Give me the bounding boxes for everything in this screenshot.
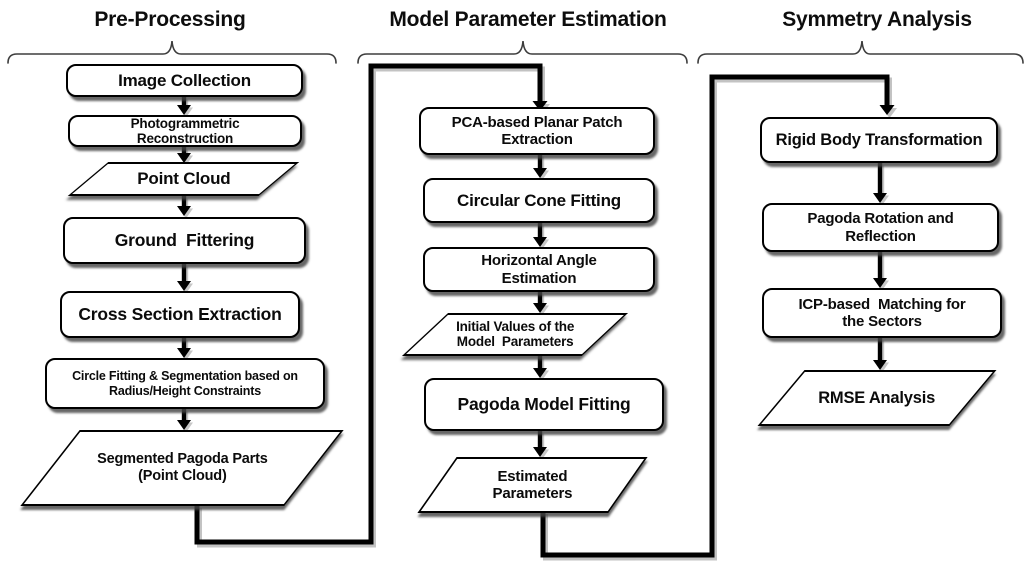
column-title-model-parameter-estimation: Model Parameter Estimation [389,8,667,31]
node-pca-planar-patch-extraction: PCA-based Planar Patch Extraction [419,107,655,155]
brace-model-parameter-estimation [357,40,688,64]
node-point-cloud: Point Cloud [67,162,300,196]
brace-symmetry-analysis [697,40,1024,64]
node-photogrammetric-reconstruction: Photogrammetric Reconstruction [68,115,302,147]
node-circular-cone-fitting: Circular Cone Fitting [423,178,655,223]
node-label: Point Cloud [136,169,231,189]
column-title-symmetry-analysis: Symmetry Analysis [782,8,972,31]
node-rigid-body-transformation: Rigid Body Transformation [760,117,998,163]
node-label: Segmented Pagoda Parts (Point Cloud) [96,451,268,484]
node-pagoda-rotation-reflection: Pagoda Rotation and Reflection [762,203,999,252]
column-title-pre-processing: Pre-Processing [94,8,246,31]
node-label: RMSE Analysis [818,388,936,407]
node-image-collection: Image Collection [66,64,303,97]
node-pagoda-model-fitting: Pagoda Model Fitting [424,378,664,431]
node-label: Initial Values of the Model Parameters [455,319,575,350]
node-circle-fitting-segmentation: Circle Fitting & Segmentation based on R… [45,358,325,409]
node-ground-fittering: Ground Fittering [63,217,306,264]
node-horizontal-angle-estimation: Horizontal Angle Estimation [423,247,655,292]
node-estimated-parameters: Estimated Parameters [417,457,648,513]
node-label: Estimated Parameters [492,467,573,502]
node-cross-section-extraction: Cross Section Extraction [60,291,300,338]
node-icp-matching-sectors: ICP-based Matching for the Sectors [762,288,1002,338]
node-initial-values-model-parameters: Initial Values of the Model Parameters [401,313,629,356]
brace-pre-processing [7,40,337,64]
